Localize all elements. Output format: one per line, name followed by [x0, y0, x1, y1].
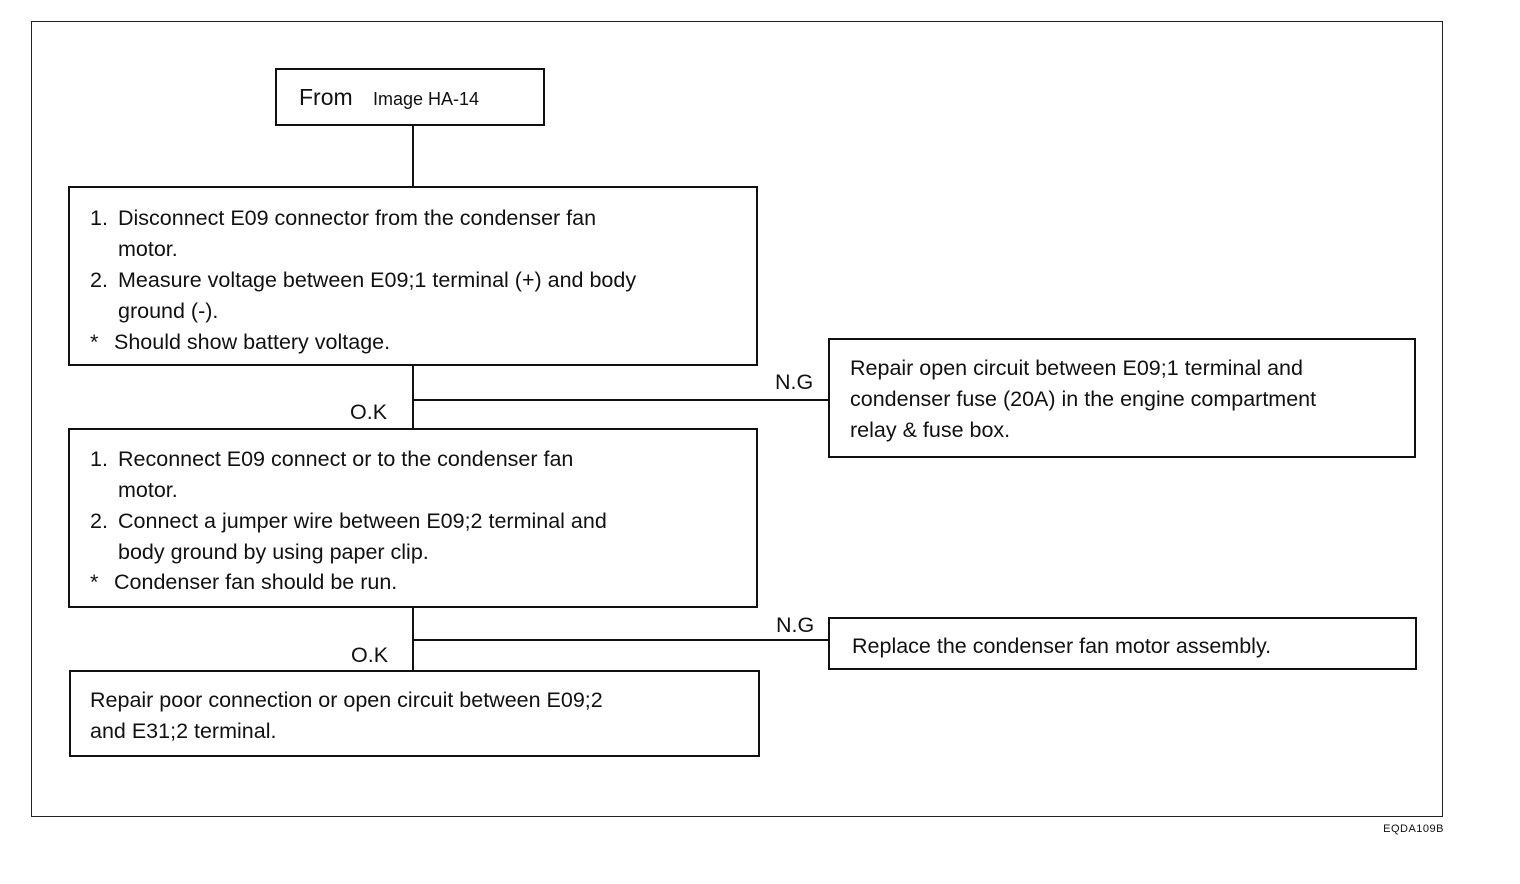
step2-item-1-line-1: Reconnect E09 connect or to the condense…	[118, 447, 574, 471]
step1-ok-label: O.K	[350, 400, 388, 424]
figure-code: EQDA109B	[1383, 823, 1444, 835]
step2-note-text: Condenser fan should be run.	[114, 570, 398, 594]
step1-item-2-line-1: Measure voltage between E09;1 terminal (…	[118, 268, 637, 292]
step2-ok-label: O.K	[351, 643, 389, 667]
step1-box: 1. Disconnect E09 connector from the cond…	[68, 186, 758, 366]
step2-item-2-number: 2.	[90, 509, 108, 533]
step2-ng-result-text: Replace the condenser fan motor assembly…	[852, 634, 1272, 658]
step2-ng-label: N.G	[776, 613, 815, 637]
diagram-frame	[31, 21, 1443, 817]
start-from-label: From	[299, 84, 353, 110]
step1-ng-line-2: condenser fuse (20A) in the engine compa…	[850, 387, 1317, 411]
step2-item-1: 1. Reconnect E09 connect or to the conden…	[90, 444, 573, 506]
step1-item-2-line-2: ground (-).	[118, 299, 219, 323]
step2-item-2-line-2: body ground by using paper clip.	[118, 540, 429, 564]
connector-step1-ng-branch	[412, 399, 829, 401]
step1-item-1: 1. Disconnect E09 connector from the cond…	[90, 203, 596, 265]
step2-box: 1. Reconnect E09 connect or to the conden…	[68, 428, 758, 608]
start-reference: Image HA-14	[373, 89, 480, 109]
step2-item-2-line-1: Connect a jumper wire between E09;2 term…	[118, 509, 607, 533]
connector-step2-ng-branch	[412, 639, 829, 641]
connector-step1-to-step2	[412, 365, 414, 429]
step2-item-1-line-2: motor.	[118, 478, 178, 502]
step1-ng-label: N.G	[775, 370, 814, 394]
step1-ng-line-1: Repair open circuit between E09;1 termin…	[850, 356, 1303, 380]
step2-note: * Condenser fan should be run.	[90, 567, 397, 598]
final-result-text: Repair poor connection or open circuit b…	[90, 685, 603, 747]
final-line-2: and E31;2 terminal.	[90, 719, 277, 743]
step2-item-1-number: 1.	[90, 447, 108, 471]
step1-ng-result-box: Repair open circuit between E09;1 termin…	[828, 338, 1416, 458]
step1-note-mark: *	[90, 330, 99, 354]
step1-item-1-line-2: motor.	[118, 237, 178, 261]
final-line-1: Repair poor connection or open circuit b…	[90, 688, 603, 712]
step2-ng-result-box: Replace the condenser fan motor assembly…	[828, 617, 1417, 670]
step2-note-mark: *	[90, 570, 99, 594]
step1-ng-result-text: Repair open circuit between E09;1 termin…	[850, 353, 1316, 446]
final-result-box: Repair poor connection or open circuit b…	[69, 670, 760, 757]
step1-item-1-line-1: Disconnect E09 connector from the conden…	[118, 206, 597, 230]
step1-note: * Should show battery voltage.	[90, 327, 390, 358]
start-box: From Image HA-14	[275, 68, 545, 126]
step1-note-text: Should show battery voltage.	[114, 330, 391, 354]
step1-item-2-number: 2.	[90, 268, 108, 292]
step2-item-2: 2. Connect a jumper wire between E09;2 te…	[90, 506, 607, 568]
connector-start-to-step1	[412, 125, 414, 187]
step1-ng-line-3: relay & fuse box.	[850, 418, 1011, 442]
step1-item-2: 2. Measure voltage between E09;1 terminal…	[90, 265, 636, 327]
step1-item-1-number: 1.	[90, 206, 108, 230]
